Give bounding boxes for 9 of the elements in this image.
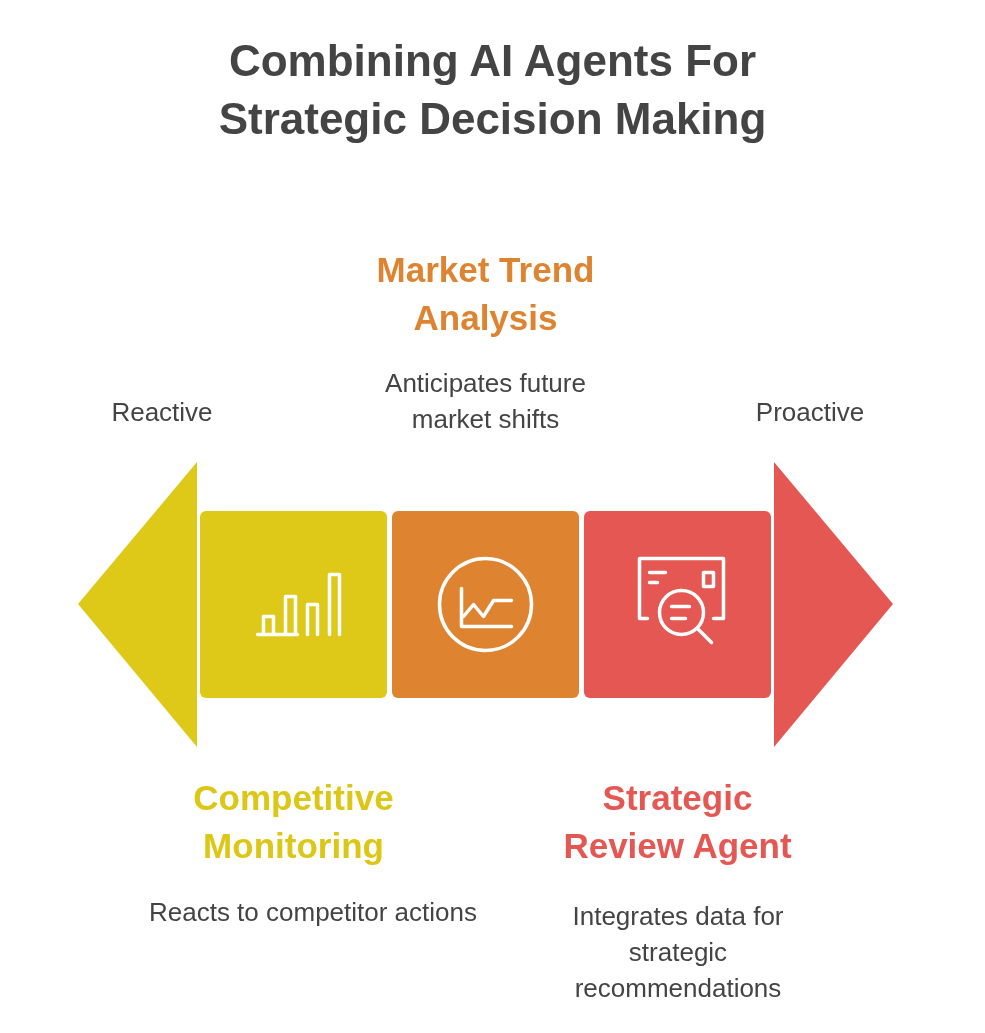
heading: Competitive Monitoring bbox=[192, 777, 395, 867]
description: Integrates data for strategic recommendations bbox=[571, 900, 785, 1005]
heading: Strategic Review Agent bbox=[562, 777, 793, 867]
scale-label: Reactive bbox=[110, 396, 214, 429]
heading: Market Trend Analysis bbox=[375, 249, 596, 339]
scale-label: Proactive bbox=[754, 396, 866, 429]
description: Reacts to competitor actions bbox=[147, 896, 478, 929]
description: Anticipates future market shifts bbox=[384, 367, 587, 436]
title: Combining AI Agents For Strategic Decision Making bbox=[217, 35, 768, 145]
